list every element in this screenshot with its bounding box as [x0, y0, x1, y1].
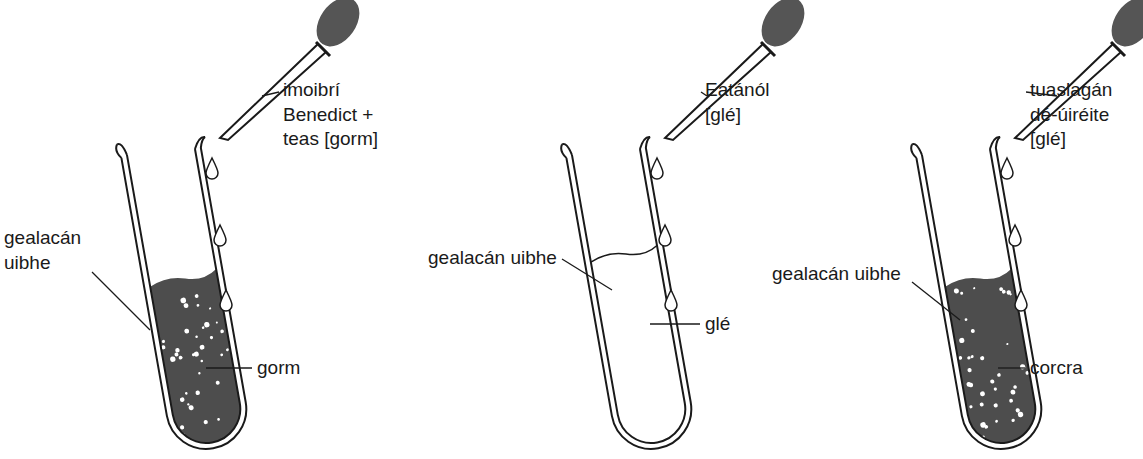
bubble-dot — [970, 329, 975, 334]
sample-label: gealacán uibhe — [4, 226, 94, 275]
bubble-dot — [226, 348, 229, 351]
bubble-dot — [979, 402, 984, 407]
bubble-dot — [184, 328, 190, 334]
bubble-dot — [217, 418, 220, 421]
sample-label: gealacán uibhe — [772, 262, 901, 287]
bubble-dot — [1015, 408, 1020, 413]
colour-label: glé — [705, 312, 730, 337]
bubble-dot — [990, 379, 995, 384]
bubble-dot — [1006, 343, 1009, 346]
bubble-dot — [195, 390, 200, 395]
bubble-dot — [993, 387, 997, 391]
bubble-dot — [180, 425, 185, 430]
bubble-dot — [204, 322, 210, 328]
bubble-dot — [215, 380, 220, 385]
bubble-dot — [968, 383, 973, 388]
bubble-dot — [200, 359, 203, 362]
bubble-dot — [967, 368, 972, 373]
bubble-dot — [969, 405, 973, 409]
bubble-dot — [192, 353, 195, 356]
bubble-dot — [997, 373, 1001, 377]
bubble-dot — [194, 294, 198, 298]
bubble-dot — [980, 356, 985, 361]
bubble-dot — [1020, 364, 1026, 370]
bubble-dot — [1011, 418, 1015, 422]
bubble-dot — [210, 336, 214, 340]
bubble-dot — [1006, 290, 1011, 295]
bubble-dot — [195, 335, 198, 338]
bubble-dot — [162, 340, 166, 344]
reagent-label: imoibrí Benedict + teas [gorm] — [283, 78, 383, 152]
bubble-dot — [1013, 385, 1017, 389]
bubble-dot — [1009, 399, 1013, 403]
bubble-dot — [175, 348, 180, 353]
bubble-dot — [1010, 389, 1016, 395]
bubble-dot — [188, 405, 194, 411]
bubble-dot — [170, 356, 176, 362]
bubble-dot — [993, 403, 998, 408]
bubble-dot — [202, 326, 205, 329]
bubble-dot — [220, 353, 223, 356]
sample-label: gealacán uibhe — [428, 246, 557, 271]
reagent-label: Eatánól [glé] — [705, 78, 785, 127]
colour-label: corcra — [1030, 356, 1083, 381]
bubble-dot — [183, 303, 189, 309]
bubble-dot — [220, 329, 224, 333]
bubble-dot — [180, 397, 185, 402]
bubble-dot — [187, 403, 190, 406]
bubble-dot — [967, 356, 971, 360]
bubble-dot — [984, 425, 988, 429]
bubble-dot — [959, 337, 965, 343]
colour-label: gorm — [257, 356, 300, 381]
reagent-label: tuaslagán dé-úiréite [glé] — [1030, 78, 1138, 152]
bubble-dot — [196, 304, 199, 307]
bubble-dot — [960, 292, 963, 295]
bubble-dot — [180, 297, 186, 303]
bubble-dot — [185, 392, 188, 395]
bubble-dot — [178, 355, 182, 359]
bubble-dot — [964, 318, 967, 321]
bubble-dot — [216, 321, 218, 323]
bubble-dot — [199, 344, 205, 350]
bubble-dot — [980, 391, 986, 397]
bubble-dot — [954, 288, 960, 294]
bubble-dot — [174, 352, 179, 357]
bubble-dot — [973, 287, 976, 290]
bubble-dot — [209, 307, 212, 310]
bubble-dot — [198, 372, 201, 375]
bubble-dot — [1002, 290, 1006, 294]
bubble-dot — [970, 355, 973, 358]
bubble-dot — [203, 420, 208, 425]
bubble-dot — [995, 420, 998, 423]
